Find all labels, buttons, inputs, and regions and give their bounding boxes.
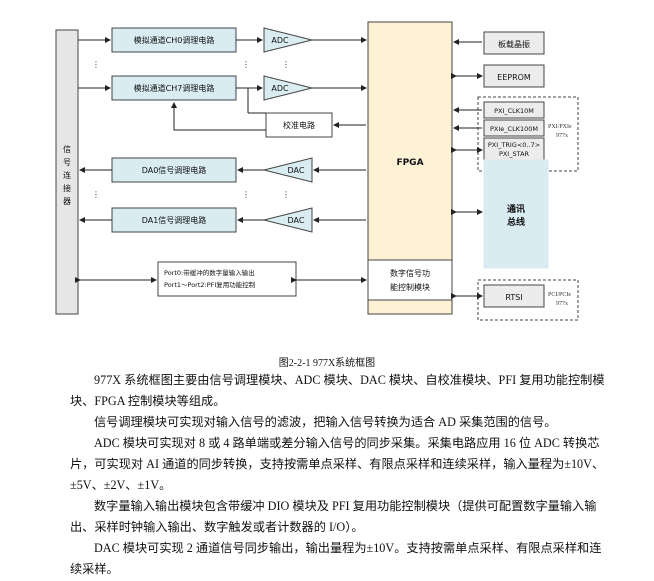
dao-conditioning-label: DA0信号调理电路 bbox=[142, 165, 207, 175]
paragraph-5-text: DAC 模块可实现 2 通道信号同步输出，输出量程为±10V。支持按需单点采样、… bbox=[70, 541, 602, 576]
rtsi-box bbox=[483, 284, 545, 308]
fpga-label: FPGA bbox=[396, 158, 423, 168]
eeprom-box bbox=[483, 64, 545, 88]
ch0-conditioning-box bbox=[111, 27, 237, 53]
paragraph-1: 977X 系统框图主要由信号调理模块、ADC 模块、DAC 模块、自校准模块、P… bbox=[70, 370, 610, 412]
calibration-label: 校准电路 bbox=[283, 120, 315, 130]
crystal-box bbox=[483, 31, 545, 55]
dao-conditioning-box bbox=[111, 157, 237, 183]
comm-bus-line-1: 通讯 bbox=[507, 203, 525, 215]
dac1-label: DAC bbox=[288, 216, 305, 225]
ch7-conditioning-box bbox=[111, 75, 237, 101]
dots-right-1: ⋮ bbox=[282, 60, 290, 69]
system-block-diagram: 信 号 连 接 器 模拟通道CH0调理电路 ADC ⋮ ⋮ ⋮ 模拟通道CH7调… bbox=[55, 21, 579, 321]
pxi-slot-label-2: 977x bbox=[556, 133, 568, 139]
rtsi-label: RTSI bbox=[505, 293, 522, 302]
pxi-slot-label-1: PXI/PXIe bbox=[548, 124, 572, 130]
dac0-triangle bbox=[263, 157, 313, 183]
adc-ch7-triangle bbox=[263, 75, 313, 101]
da1-conditioning-box bbox=[111, 207, 237, 233]
ch7-conditioning-label: 模拟通道CH7调理电路 bbox=[134, 83, 215, 93]
pxi-dashed-group bbox=[477, 96, 579, 172]
calibration-box bbox=[265, 112, 333, 138]
eeprom-label: EEPROM bbox=[497, 73, 531, 82]
paragraph-2: 信号调理模块可实现对输入信号的滤波，把输入信号转换为适合 AD 采集范围的信号。 bbox=[70, 412, 610, 433]
paragraph-2-text: 信号调理模块可实现对输入信号的滤波，把输入信号转换为适合 AD 采集范围的信号。 bbox=[94, 415, 557, 429]
dio-control-line-2: 能控制模块 bbox=[390, 282, 430, 292]
dots-left-2: ⋮ bbox=[92, 190, 100, 199]
pxie-clk100m-label: PXIe_CLK100M bbox=[490, 125, 538, 133]
port-line-2: Port1～Port2:PFI复用功能控制 bbox=[164, 280, 256, 289]
paragraph-5: DAC 模块可实现 2 通道信号同步输出，输出量程为±10V。支持按需单点采样、… bbox=[70, 538, 610, 580]
da1-conditioning-label: DA1信号调理电路 bbox=[142, 215, 207, 225]
pci-label-1: PCI/PCIe bbox=[548, 292, 571, 298]
pxi-clk10m-box bbox=[483, 101, 545, 119]
comm-bus-line-2: 总线 bbox=[507, 216, 525, 228]
signal-connector-label: 信 号 连 接 器 bbox=[63, 144, 71, 206]
paragraph-1-text: 977X 系统框图主要由信号调理模块、ADC 模块、DAC 模块、自校准模块、P… bbox=[70, 373, 605, 408]
pxi-trig-label: PXI_TRIG<0..7> bbox=[488, 141, 540, 149]
adc-ch7-label: ADC bbox=[271, 84, 289, 93]
pci-dashed-group bbox=[477, 279, 579, 321]
connector-char-4: 器 bbox=[63, 197, 71, 206]
pxie-clk100m-box bbox=[483, 119, 545, 137]
paragraph-4: 数字量输入输出模块包含带缓冲 DIO 模块及 PFI 复用功能控制模块（提供可配… bbox=[70, 496, 610, 538]
connector-char-0: 信 bbox=[63, 144, 71, 154]
dots-mid-2: ⋮ bbox=[242, 190, 250, 199]
port-description-box bbox=[157, 261, 297, 297]
figure-caption: 图2-2-1 977X系统框图 bbox=[278, 358, 376, 369]
dac1-triangle bbox=[263, 207, 313, 233]
dio-control-box bbox=[367, 259, 453, 301]
port-line-1: Port0:带缓冲的数字量输入输出 bbox=[164, 268, 255, 277]
adc-ch0-label: ADC bbox=[271, 36, 289, 45]
paragraph-4-text: 数字量输入输出模块包含带缓冲 DIO 模块及 PFI 复用功能控制模块（提供可配… bbox=[70, 499, 597, 534]
ch0-conditioning-label: 模拟通道CH0调理电路 bbox=[134, 35, 215, 45]
connector-char-2: 连 bbox=[63, 170, 71, 180]
dots-left-1: ⋮ bbox=[92, 60, 100, 69]
dots-mid-1: ⋮ bbox=[242, 60, 250, 69]
crystal-label: 板载晶振 bbox=[498, 39, 530, 49]
pxi-clk10m-label: PXI_CLK10M bbox=[494, 107, 534, 115]
paragraph-3-text: ADC 模块可实现对 8 或 4 路单端或差分输入信号的同步采集。采集电路应用 … bbox=[70, 436, 605, 492]
pci-label-2: 977x bbox=[556, 301, 568, 307]
pxi-star-label: PXI_STAR bbox=[499, 150, 530, 158]
comm-bus-box bbox=[483, 159, 549, 269]
adc-ch0-triangle bbox=[263, 27, 313, 53]
signal-connector-box bbox=[55, 29, 79, 315]
paragraph-3: ADC 模块可实现对 8 或 4 路单端或差分输入信号的同步采集。采集电路应用 … bbox=[70, 433, 610, 496]
connector-char-1: 号 bbox=[63, 158, 71, 167]
dots-right-2: ⋮ bbox=[282, 190, 290, 199]
dac0-label: DAC bbox=[288, 166, 305, 175]
connector-char-3: 接 bbox=[63, 183, 71, 193]
dio-control-line-1: 数字信号功 bbox=[390, 268, 430, 278]
